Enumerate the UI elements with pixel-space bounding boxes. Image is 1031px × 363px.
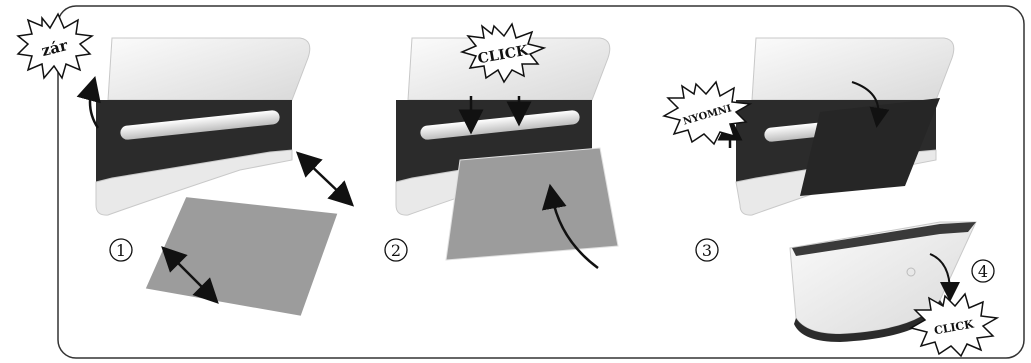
- paper-sheet: [800, 98, 940, 196]
- step-number: 2: [391, 241, 401, 260]
- paper-sheet: [446, 148, 618, 260]
- double-arrow-icon: [305, 160, 345, 198]
- panel-1: zár 1: [18, 14, 345, 318]
- housing-top: [752, 38, 954, 100]
- panel-2: CLICK 2: [385, 24, 618, 268]
- step-number: 4: [978, 262, 988, 281]
- housing-top: [108, 38, 310, 100]
- step-number: 3: [702, 241, 712, 260]
- step-number: 1: [116, 241, 126, 260]
- panel-4: CLICK 4: [790, 222, 997, 356]
